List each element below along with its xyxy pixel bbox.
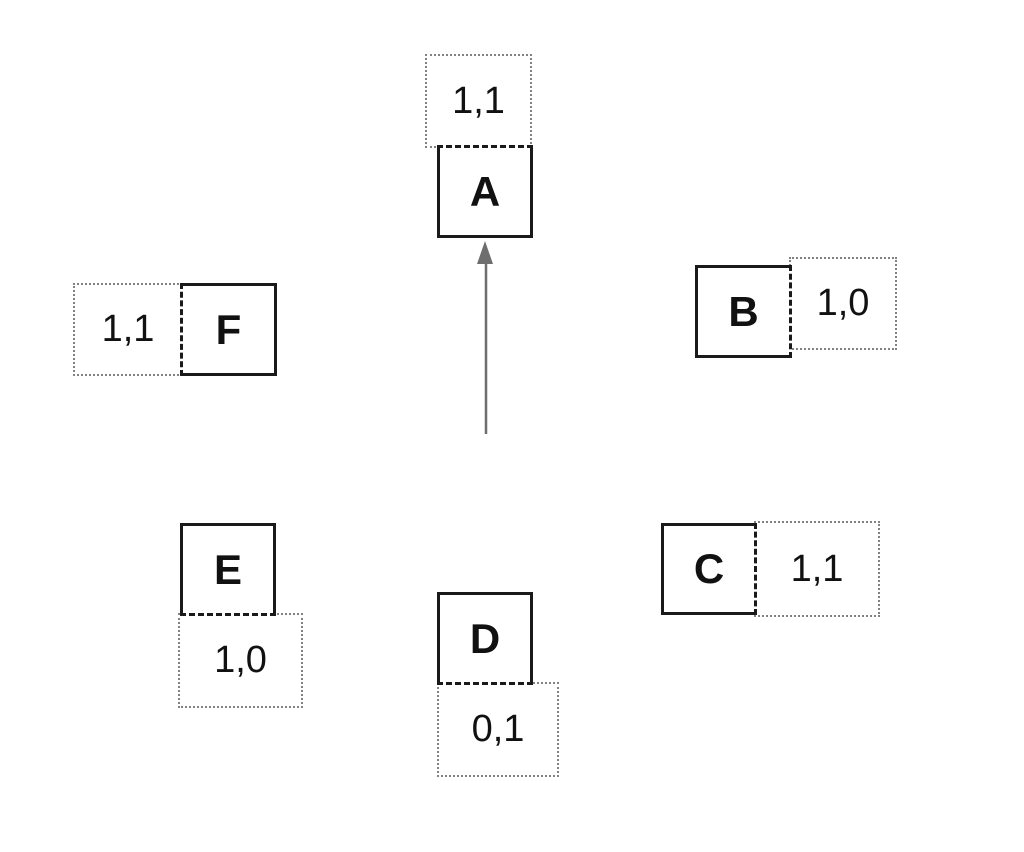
payoff-value-d: 0,1 — [471, 708, 525, 750]
payoff-box-a: 1,1 — [425, 54, 532, 148]
payoff-box-c: 1,1 — [754, 521, 880, 617]
node-f: F — [180, 283, 277, 376]
up-arrow-to-a-icon — [477, 241, 493, 434]
node-d-label: D — [469, 614, 501, 662]
node-c-label: C — [693, 545, 725, 592]
node-c: C — [661, 523, 757, 615]
node-a-label: A — [469, 167, 501, 215]
payoff-value-e: 1,0 — [214, 639, 267, 681]
payoff-box-e: 1,0 — [178, 613, 303, 708]
payoff-value-a: 1,1 — [452, 79, 505, 122]
payoff-box-d: 0,1 — [437, 682, 559, 777]
node-d: D — [437, 592, 533, 685]
payoff-value-f: 1,1 — [101, 308, 155, 350]
node-f-label: F — [215, 305, 242, 353]
node-a: A — [437, 145, 533, 238]
node-b: B — [695, 265, 792, 358]
payoff-box-b: 1,0 — [789, 257, 897, 350]
payoff-value-c: 1,1 — [790, 547, 844, 590]
node-e-label: E — [213, 545, 242, 593]
payoff-box-f: 1,1 — [73, 283, 183, 376]
payoff-value-b: 1,0 — [816, 282, 870, 324]
node-b-label: B — [728, 287, 759, 335]
node-e: E — [180, 523, 276, 616]
